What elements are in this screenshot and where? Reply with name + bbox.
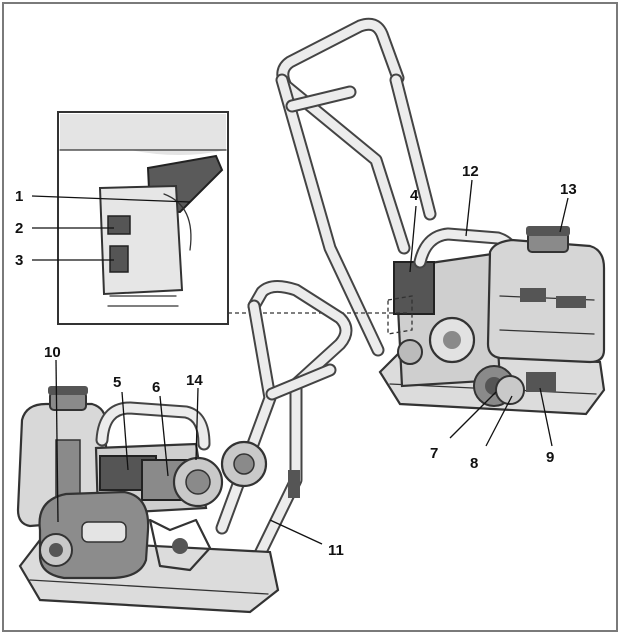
callout-8: 8 <box>470 455 478 472</box>
callout-5: 5 <box>113 374 121 391</box>
callout-14: 14 <box>186 372 203 389</box>
callout-1: 1 <box>15 188 23 205</box>
callout-6: 6 <box>152 379 160 396</box>
callout-11: 11 <box>328 542 344 559</box>
callout-3: 3 <box>15 252 23 269</box>
callout-13: 13 <box>560 181 577 198</box>
callout-12: 12 <box>462 163 479 180</box>
callout-numbers: 1 2 3 4 5 6 7 8 9 10 11 12 13 14 <box>15 163 577 559</box>
callout-7: 7 <box>430 445 438 462</box>
leader-lines <box>31 179 569 545</box>
compactor-rear-view <box>275 17 606 416</box>
callout-9: 9 <box>546 449 554 466</box>
callout-4: 4 <box>410 187 419 204</box>
detail-inset <box>57 111 229 325</box>
callout-10: 10 <box>44 344 61 361</box>
compactor-front-view <box>16 280 353 614</box>
callout-2: 2 <box>15 220 23 237</box>
